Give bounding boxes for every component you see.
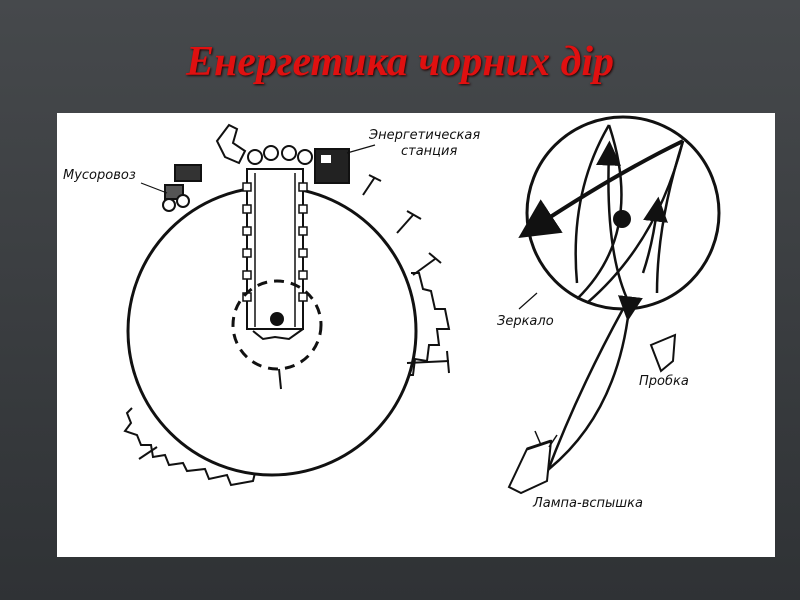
antennas bbox=[138, 174, 450, 460]
garbage-truck-label: Мусоровоз bbox=[63, 168, 136, 183]
power-station-pointer bbox=[346, 144, 376, 154]
plug-shape bbox=[649, 333, 677, 373]
diagram-panel: Мусоровоз Энергетическая станция bbox=[57, 113, 775, 557]
shaft bbox=[242, 168, 308, 330]
mirror-system bbox=[507, 115, 721, 495]
flash-lamp-label: Лампа-вспышка bbox=[532, 496, 643, 511]
garbage-truck-pointer bbox=[140, 182, 168, 194]
power-station-label-line2: станция bbox=[401, 144, 457, 159]
slide-title: Енергетика чорних дір bbox=[185, 39, 615, 85]
mirror-label: Зеркало bbox=[497, 314, 554, 329]
power-station-block bbox=[314, 148, 350, 184]
black-hole-energy-diagram: Мусоровоз Энергетическая станция bbox=[63, 115, 721, 511]
flash-lamp-shape bbox=[507, 430, 558, 495]
top-structures bbox=[162, 123, 350, 212]
shell-city bbox=[123, 123, 451, 487]
event-horizon-dashed bbox=[231, 279, 323, 371]
black-hole-dot bbox=[270, 312, 284, 326]
mirror-pointer bbox=[518, 292, 538, 310]
power-station-label-line1: Энергетическая bbox=[368, 128, 480, 143]
black-hole-center-dot bbox=[613, 210, 631, 228]
plug-label: Пробка bbox=[639, 374, 689, 389]
